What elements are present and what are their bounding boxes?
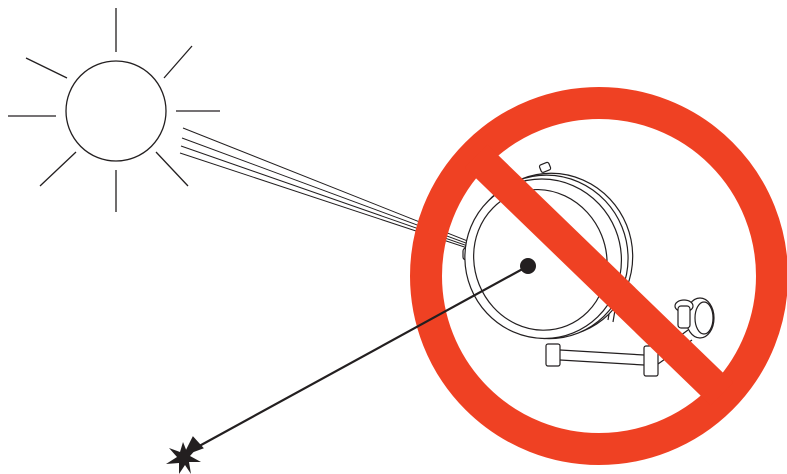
magnifying-mirror-icon <box>462 161 715 377</box>
mirror-wall-arm <box>545 297 715 377</box>
ignition-spark-icon <box>166 442 201 474</box>
reflected-beam <box>182 265 529 456</box>
sun-icon <box>8 8 220 212</box>
prohibition-slash <box>464 144 734 406</box>
prohibition-ring <box>410 87 787 465</box>
sun-disc <box>65 60 167 162</box>
focal-point <box>520 258 536 274</box>
prohibition-sign-icon <box>410 87 787 465</box>
mirror-head <box>464 161 634 340</box>
sun-rays <box>8 8 220 212</box>
